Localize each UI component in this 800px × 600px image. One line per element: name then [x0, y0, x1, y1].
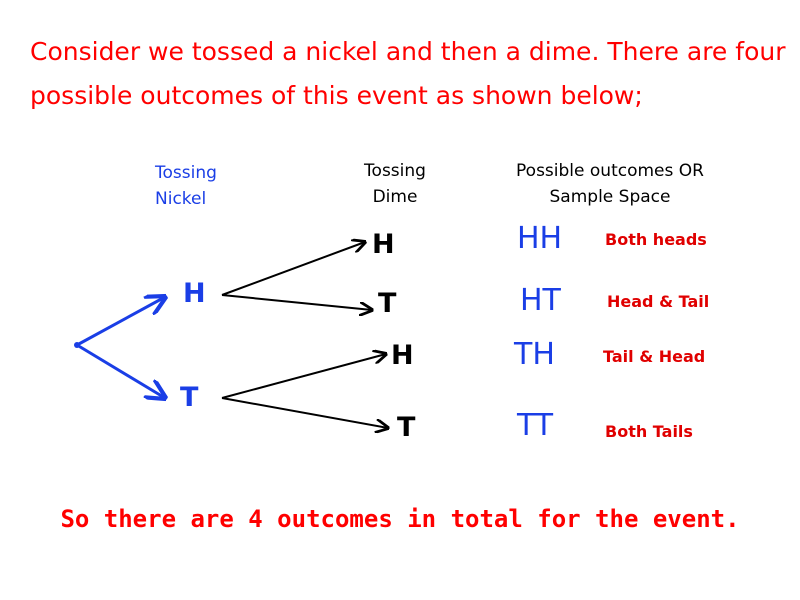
header-nickel-line2: Nickel	[155, 189, 207, 209]
branch-nickel-tails	[76, 343, 165, 398]
dime-node-4: T	[397, 412, 416, 443]
outcome-4-label: TT	[517, 408, 554, 443]
outcome-3-description: Tail & Head	[603, 347, 706, 366]
header-nickel: Tossing Nickel	[155, 160, 217, 212]
outcome-3-label: TH	[514, 337, 555, 372]
outcome-1-description: Both heads	[605, 230, 707, 249]
outcome-2-description: Head & Tail	[607, 292, 710, 311]
branch-nickel-heads	[76, 297, 165, 347]
dime-node-1: H	[372, 229, 395, 260]
nickel-node-tails: T	[180, 382, 199, 413]
dime-node-2: T	[378, 288, 397, 319]
outcome-2-label: HT	[520, 283, 561, 318]
outcome-4-description: Both Tails	[605, 422, 693, 441]
header-dime: Tossing Dime	[345, 158, 445, 210]
summary-text: So there are 4 outcomes in total for the…	[60, 505, 740, 533]
branch-h-to-t	[221, 294, 372, 310]
dime-node-3: H	[391, 340, 414, 371]
header-nickel-line1: Tossing	[155, 163, 217, 183]
branch-h-to-h	[221, 242, 365, 296]
header-outcomes: Possible outcomes OR Sample Space	[495, 158, 725, 210]
branch-t-to-h	[221, 354, 386, 399]
header-outcomes-line2: Sample Space	[549, 187, 671, 207]
header-dime-line2: Dime	[372, 187, 418, 207]
intro-text: Consider we tossed a nickel and then a d…	[30, 37, 786, 110]
outcome-1-label: HH	[517, 221, 563, 256]
branch-t-to-t	[221, 397, 388, 428]
header-outcomes-line1: Possible outcomes OR	[516, 161, 704, 181]
header-dime-line1: Tossing	[364, 161, 426, 181]
nickel-node-heads: H	[183, 278, 206, 309]
